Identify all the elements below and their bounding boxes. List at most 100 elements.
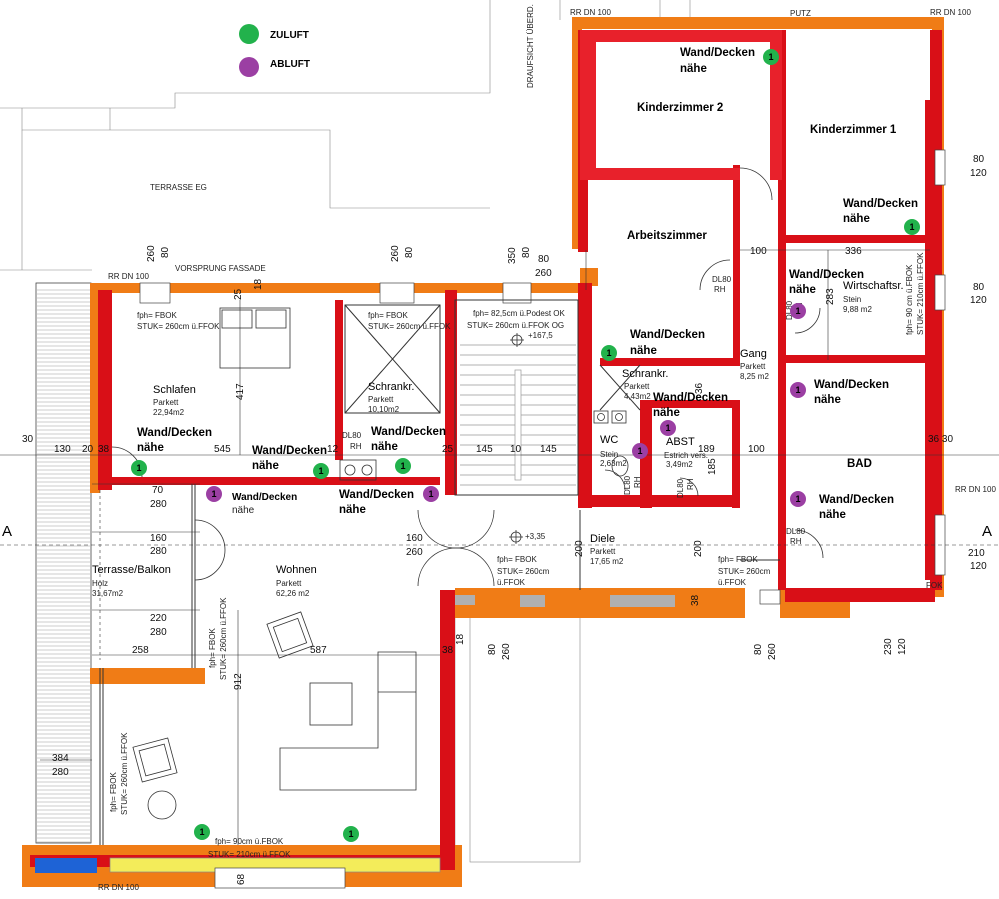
note-uffok: ü.FFOK <box>497 578 526 587</box>
dim-text: 12 <box>327 444 339 455</box>
supply-vent-marker <box>601 345 617 361</box>
dim-text: 280 <box>150 499 167 510</box>
dim-text: 210 <box>968 548 985 559</box>
dim-text: 120 <box>897 638 908 655</box>
dim-text: 260 <box>535 268 552 279</box>
dim-text: 38 <box>98 444 110 455</box>
dim-text: 336 <box>845 246 862 257</box>
gang-area: 8,25 m2 <box>740 372 769 381</box>
wand-note-line1: Wand/Decken <box>653 392 728 404</box>
dim-text: 120 <box>970 295 987 306</box>
supply-vent-marker <box>194 824 210 840</box>
wohnen-area: 62,26 m2 <box>276 589 310 598</box>
exhaust-vent-marker-number: 1 <box>795 306 800 316</box>
openings <box>35 149 946 889</box>
note-stuk: STUK= 260cm <box>497 567 550 576</box>
terrace-outline <box>35 282 92 844</box>
technical-notes: fph= FBOK STUK= 260cm ü.FFOK fph= FBOK S… <box>109 252 943 859</box>
dim-text: 189 <box>698 444 715 455</box>
wc-floor: Stein <box>600 450 618 459</box>
section-mark-right: A <box>982 523 992 540</box>
supply-vent-marker <box>904 219 920 235</box>
dim-text: 145 <box>476 444 493 455</box>
dim-text: 80 <box>521 246 532 258</box>
exhaust-vent-marker <box>790 382 806 398</box>
supply-vent-marker-number: 1 <box>318 466 323 476</box>
dim-text: 120 <box>970 561 987 572</box>
exhaust-vent-marker <box>632 443 648 459</box>
dim-text: 160 <box>150 533 167 544</box>
wand-note-line2: nähe <box>630 345 657 357</box>
dim-text: 20 <box>82 444 94 455</box>
supply-vent-marker-number: 1 <box>348 829 353 839</box>
supply-vent-marker-number: 1 <box>400 461 405 471</box>
dim-text: 25 <box>442 444 454 455</box>
dim-text: 260 <box>767 643 778 660</box>
supply-vent-marker <box>131 460 147 476</box>
dim-text: 384 <box>52 753 69 764</box>
rh-label: RH <box>714 285 726 294</box>
dim-text: 185 <box>707 458 718 475</box>
gang-floor: Parkett <box>740 362 766 371</box>
wand-note-line1: Wand/Decken <box>819 494 894 506</box>
context-labels: TERRASSE EG VORSPRUNG FASSADE RR DN 100 … <box>2 4 996 892</box>
exhaust-vent-marker <box>790 303 806 319</box>
wand-note-line2: nähe <box>814 394 841 406</box>
wand-note-line2: nähe <box>371 441 398 453</box>
dim-text: 25 <box>233 288 244 300</box>
note-level-335: +3,35 <box>525 532 546 541</box>
rh-label: RH <box>350 442 362 451</box>
dim-text: 280 <box>150 627 167 638</box>
wand-note-line2: nähe <box>339 504 366 516</box>
dim-text: 18 <box>253 278 264 290</box>
diele-name: Diele <box>590 533 615 545</box>
note-fph-90: fph= 90cm ü.FBOK <box>215 837 284 846</box>
dl80-label: DL80 <box>623 475 632 495</box>
dim-text: 68 <box>236 873 247 885</box>
dl80-label: DL80 <box>712 275 732 284</box>
gang-name: Gang <box>740 348 767 360</box>
dl80-label: DL80 <box>785 300 794 320</box>
vorsprung-label: VORSPRUNG FASSADE <box>175 264 266 273</box>
dimension-texts: 30 130 20 38 545 12 25 145 10 145 189 10… <box>22 154 987 885</box>
dim-text: 18 <box>455 633 466 645</box>
partitions <box>99 299 780 845</box>
wand-note-line2: nähe <box>843 213 870 225</box>
dim-text: 912 <box>233 673 244 690</box>
legend: ZULUFT ABLUFT <box>239 24 310 77</box>
dim-text: 100 <box>748 444 765 455</box>
wand-note-line2: nähe <box>653 407 680 419</box>
dim-text: 10 <box>510 444 522 455</box>
schlafen-area: 22,94m2 <box>153 408 185 417</box>
schrank1-name: Schrankr. <box>368 381 414 393</box>
dim-text: 220 <box>150 613 167 624</box>
wand-note-line1: Wand/Decken <box>789 269 864 281</box>
kinderzimmer2-name: Kinderzimmer 2 <box>637 102 723 114</box>
terrasse-area: 31,67m2 <box>92 589 124 598</box>
dim-text: 587 <box>310 645 327 656</box>
draufsicht-label: DRAUFSICHT ÜBERD. <box>526 4 535 88</box>
wand-decken-notes: Wand/Decken nähe Wand/Decken nähe Wand/D… <box>137 47 918 521</box>
dim-text: 260 <box>501 643 512 660</box>
schlafen-name: Schlafen <box>153 384 196 396</box>
exhaust-vent-marker-number: 1 <box>795 494 800 504</box>
note-stuk-210: STUK= 210cm ü.FFOK <box>208 850 291 859</box>
bad-name: BAD <box>847 458 872 470</box>
supply-vent-marker-number: 1 <box>606 348 611 358</box>
exhaust-vent-marker-number: 1 <box>428 489 433 499</box>
wand-note-line1: Wand/Decken <box>843 198 918 210</box>
wand-note-line2: nähe <box>789 284 816 296</box>
note-stuk-v: STUK= 210cm ü.FFOK <box>916 252 925 335</box>
rr-label: RR DN 100 <box>108 272 149 281</box>
schrank2-area: 4,43m2 <box>624 392 651 401</box>
note-stuk: STUK= 260cm <box>718 567 771 576</box>
diele-area: 17,65 m2 <box>590 557 624 566</box>
exhaust-vent-marker-number: 1 <box>637 446 642 456</box>
dl80-label: DL80 <box>342 431 362 440</box>
schrank1-floor: Parkett <box>368 395 394 404</box>
wirtschaft-floor: Stein <box>843 295 861 304</box>
wand-note-line2: nähe <box>252 460 279 472</box>
dim-text: 36 30 <box>928 434 953 445</box>
dim-text: 36 <box>694 382 705 394</box>
